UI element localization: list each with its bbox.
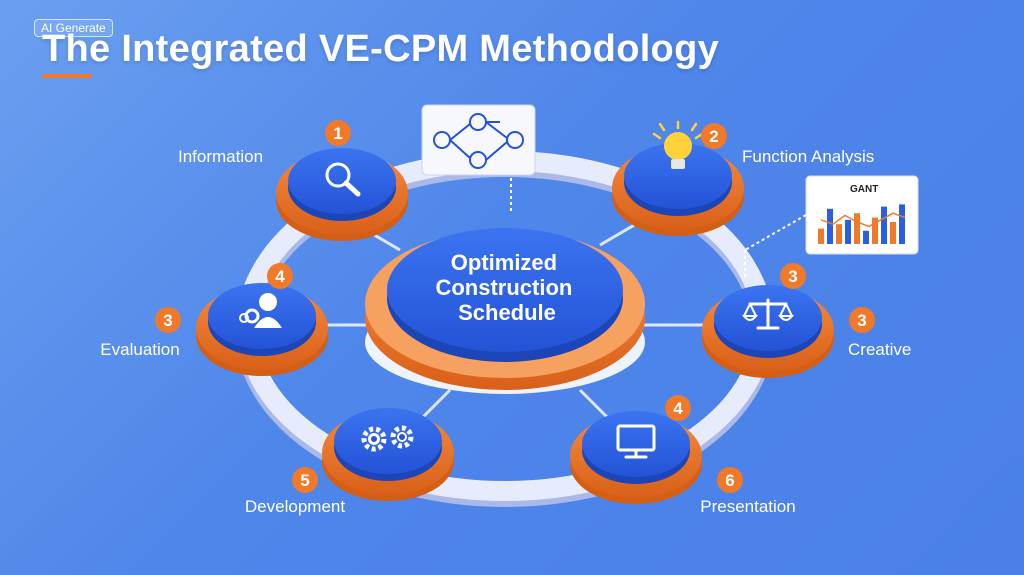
users-icon [239,293,282,328]
gantt-bar [818,228,824,244]
step-number-creative: 3 [849,307,875,333]
gantt-bar [872,217,878,244]
step-number-function-analysis: 2 [701,123,727,149]
center-line-2: Construction [435,275,572,300]
step-number-evaluation: 3 [155,307,181,333]
flowchart-card [421,104,536,212]
svg-text:3: 3 [163,311,172,330]
gantt-bar [881,206,887,244]
svg-text:2: 2 [709,127,718,146]
magnifier-icon [325,162,361,197]
node-label-function-analysis: Function Analysis [742,147,874,166]
scales-icon [741,298,795,330]
svg-text:1: 1 [333,124,342,143]
node-label-presentation: Presentation [700,497,795,516]
gantt-bar [836,224,842,244]
step-number-information: 1 [325,120,351,146]
svg-text:3: 3 [788,267,797,286]
lightbulb-icon [652,120,704,169]
gantt-bar [890,222,896,244]
gantt-bar [899,204,905,244]
node-label-creative: Creative [848,340,911,359]
gantt-bar [845,219,851,244]
gantt-bar [827,208,833,244]
title-underline [42,74,92,78]
gantt-card: GANT [744,175,919,280]
gears-icon [361,425,414,452]
center-label: Optimized Construction Schedule [435,250,578,325]
ai-generate-tag: AI Generate [34,19,113,37]
step-number-extra-presentation: 4 [665,395,691,421]
svg-text:6: 6 [725,471,734,490]
monitor-icon [616,424,656,459]
gantt-bar [854,213,860,244]
gantt-trend-line [820,212,906,228]
node-label-development: Development [245,497,345,516]
center-platform [365,228,645,394]
gantt-bar [863,230,869,244]
step-number-extra-creative: 3 [780,263,806,289]
svg-text:4: 4 [275,267,285,286]
center-line-3: Schedule [458,300,556,325]
flowchart-icon [433,113,524,169]
node-label-information: Information [178,147,263,166]
step-number-presentation: 6 [717,467,743,493]
step-number-development: 5 [292,467,318,493]
node-label-evaluation: Evaluation [100,340,179,359]
svg-text:3: 3 [857,311,866,330]
page-title: The Integrated VE-CPM Methodology [42,28,720,70]
gantt-title: GANT [850,184,878,195]
svg-text:4: 4 [673,399,683,418]
svg-text:5: 5 [300,471,309,490]
center-line-1: Optimized [451,250,557,275]
step-number-extra-evaluation: 4 [267,263,293,289]
